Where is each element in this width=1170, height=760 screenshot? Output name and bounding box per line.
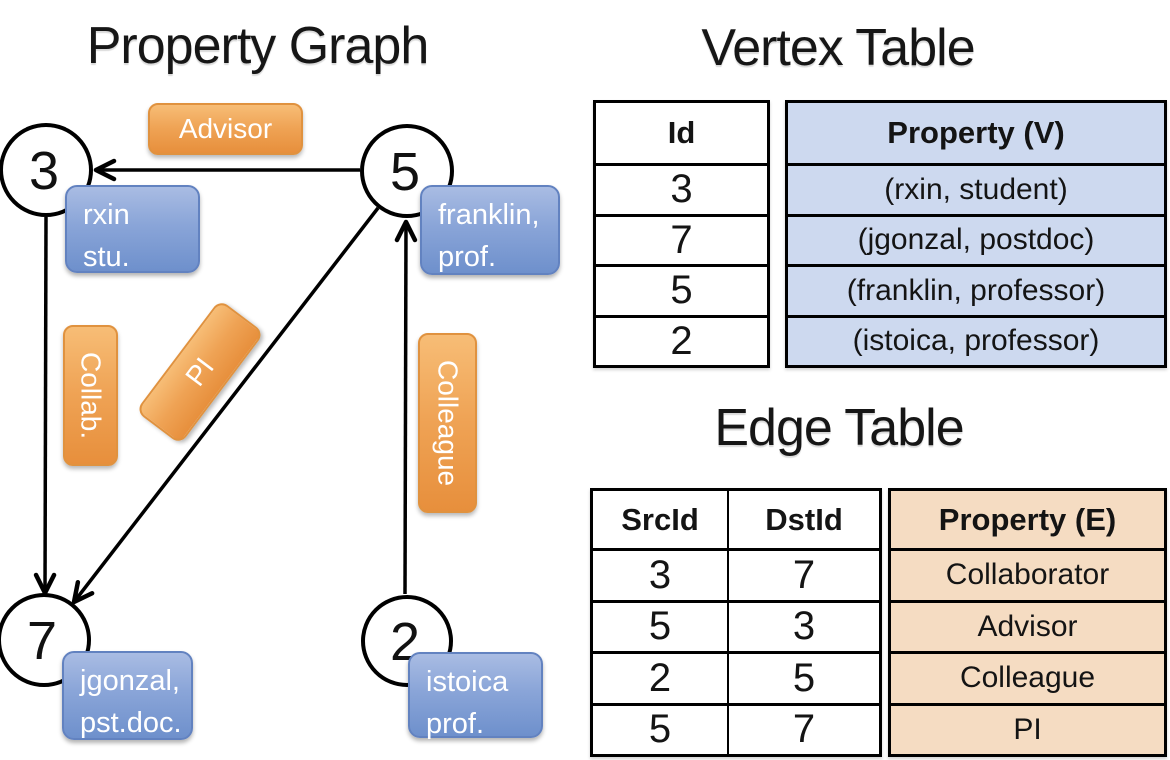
vertex-table-id-cell: 5	[596, 264, 767, 315]
vertex-table-property-cell: (rxin, student)	[788, 163, 1164, 214]
vertex-table-id-cell: 3	[596, 163, 767, 214]
edge-table-dstid-cell: 7	[727, 702, 879, 754]
edge-table-property-cell: Advisor	[891, 599, 1164, 652]
edge-table-property-column: Property (E) Collaborator Advisor Collea…	[888, 488, 1167, 757]
edge-label-colleague: Colleague	[418, 333, 477, 513]
edge-table-dstid-cell: 3	[727, 599, 879, 651]
vertex-table-property-header: Property (V)	[887, 115, 1065, 150]
edge-table-id-columns: SrcId DstId 3 7 5 3 2 5 5 7	[590, 488, 882, 757]
edge-colleague-2-to-5	[394, 219, 418, 595]
edge-pi-5-to-7	[71, 206, 380, 605]
vertex-property-box-rxin: rxin stu.	[65, 185, 200, 273]
edge-table-dstid-cell: 5	[727, 651, 879, 703]
vertex-table-id-column: Id 3 7 5 2	[593, 100, 770, 368]
node-5-id: 5	[390, 142, 420, 202]
edge-collab-3-to-7	[33, 216, 57, 596]
vertex-table-property-cell: (jgonzal, postdoc)	[788, 213, 1164, 265]
edge-table-dstid-header: DstId	[727, 491, 879, 548]
edge-table-property-cell: Collaborator	[891, 548, 1164, 600]
vertex-property-box-istoica: istoica prof.	[408, 652, 543, 740]
vertex-table-property-column: Property (V) (rxin, student) (jgonzal, p…	[785, 100, 1167, 368]
edge-table-srcid-header: SrcId	[621, 501, 699, 537]
node-3-id: 3	[29, 141, 59, 201]
vertex-table-id-cell: 2	[596, 314, 767, 366]
vertex-property-box-jgonzal: jgonzal, pst.doc.	[62, 651, 193, 740]
edge-table-dstid-cell: 7	[727, 548, 879, 600]
vertex-property-box-franklin: franklin, prof.	[420, 185, 560, 275]
edge-table-srcid-cell: 5	[593, 599, 727, 652]
edge-table-property-header: Property (E)	[938, 501, 1117, 537]
vertex-table-property-cell: (istoica, professor)	[788, 314, 1164, 366]
edge-label-advisor: Advisor	[148, 103, 303, 155]
edge-label-collab-text: Collab.	[75, 351, 107, 440]
property-graph-title: Property Graph	[86, 17, 430, 75]
edge-table-srcid-cell: 2	[593, 651, 727, 703]
vertex-table-id-cell: 7	[596, 213, 767, 265]
edge-label-pi-text: PI	[179, 351, 220, 392]
vertex-table-title: Vertex Table	[701, 19, 975, 77]
edge-table-srcid-cell: 5	[593, 702, 727, 755]
edge-table-srcid-cell: 3	[593, 548, 727, 600]
edge-label-collab: Collab.	[63, 325, 118, 466]
edge-table-property-cell: Colleague	[891, 651, 1164, 703]
node-7-id: 7	[27, 611, 57, 671]
edge-table-title: Edge Table	[714, 399, 964, 457]
edge-label-colleague-text: Colleague	[432, 359, 464, 487]
vertex-table-property-cell: (franklin, professor)	[788, 264, 1164, 315]
vertex-table-id-header: Id	[667, 115, 696, 150]
edge-label-advisor-text: Advisor	[178, 113, 273, 144]
edge-table-property-cell: PI	[891, 702, 1164, 755]
